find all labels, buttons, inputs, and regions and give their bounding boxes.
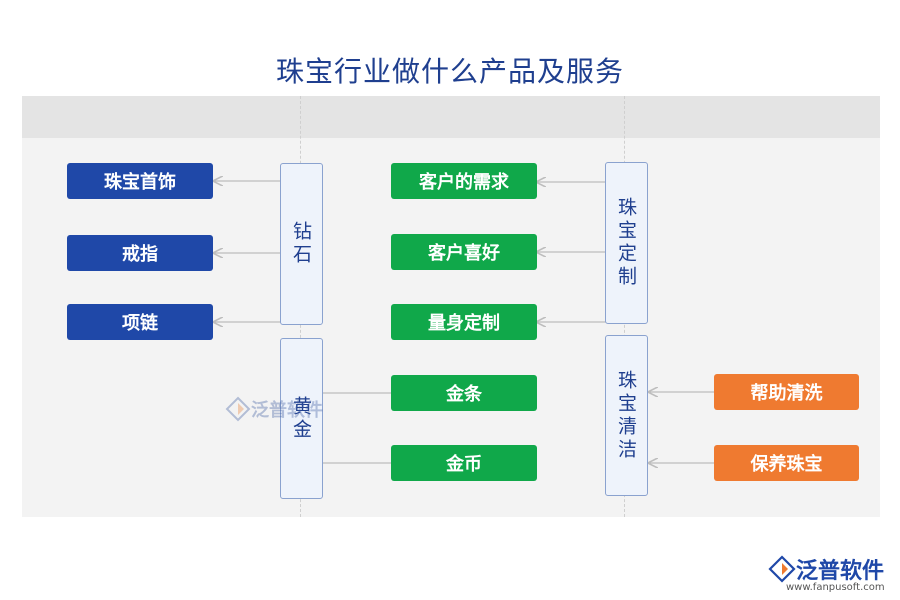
node-diamond: 钻石 bbox=[280, 163, 323, 325]
brand-name: 泛普软件 bbox=[796, 559, 885, 584]
watermark-logo-icon bbox=[225, 396, 251, 422]
brand-logo-icon bbox=[768, 555, 796, 583]
node-help-clean: 帮助清洗 bbox=[714, 374, 859, 410]
watermark-text: 泛普软件 bbox=[251, 400, 323, 421]
node-jewelry-cleaning: 珠宝清洁 bbox=[605, 335, 648, 496]
node-ring: 戒指 bbox=[67, 235, 213, 271]
brand-logo: 泛普软件 bbox=[768, 553, 884, 585]
node-jewelry-custom: 珠宝定制 bbox=[605, 162, 648, 324]
node-maintain-jewelry: 保养珠宝 bbox=[714, 445, 859, 481]
watermark: 泛普软件 bbox=[225, 396, 323, 422]
node-gold-bar: 金条 bbox=[391, 375, 537, 411]
brand-url: www.fanpusoft.com bbox=[786, 582, 885, 593]
node-jewelry-accessories: 珠宝首饰 bbox=[67, 163, 213, 199]
node-customer-needs: 客户的需求 bbox=[391, 163, 537, 199]
node-necklace: 项链 bbox=[67, 304, 213, 340]
diagram-title: 珠宝行业做什么产品及服务 bbox=[275, 55, 624, 88]
node-gold: 黄金 bbox=[280, 338, 323, 499]
node-customer-preferences: 客户喜好 bbox=[391, 234, 537, 270]
node-tailor-made: 量身定制 bbox=[391, 304, 537, 340]
header-band bbox=[22, 96, 880, 138]
node-gold-coin: 金币 bbox=[391, 445, 537, 481]
